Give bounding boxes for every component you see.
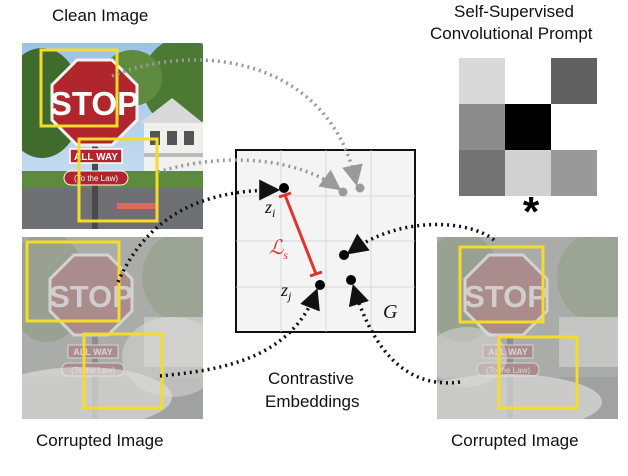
kernel-cell-1-0 [459,104,505,150]
kernel-cell-2-0 [459,150,505,196]
point-corrupt-right-2 [346,275,356,285]
prompt-kernel [459,58,597,196]
kernel-cell-0-2 [551,58,597,104]
kernel-cell-2-2 [551,150,597,196]
label-space-g: G [383,301,398,323]
point-clean-2 [356,184,365,193]
convolution-operator: * [523,188,540,235]
kernel-cell-1-1 [505,104,551,150]
point-clean-1 [339,188,348,197]
point-zj [315,280,325,290]
kernel-cell-1-2 [551,104,597,150]
kernel-cell-0-1 [505,58,551,104]
point-corrupt-right-1 [339,250,349,260]
kernel-cell-0-0 [459,58,505,104]
point-zi [279,183,289,193]
